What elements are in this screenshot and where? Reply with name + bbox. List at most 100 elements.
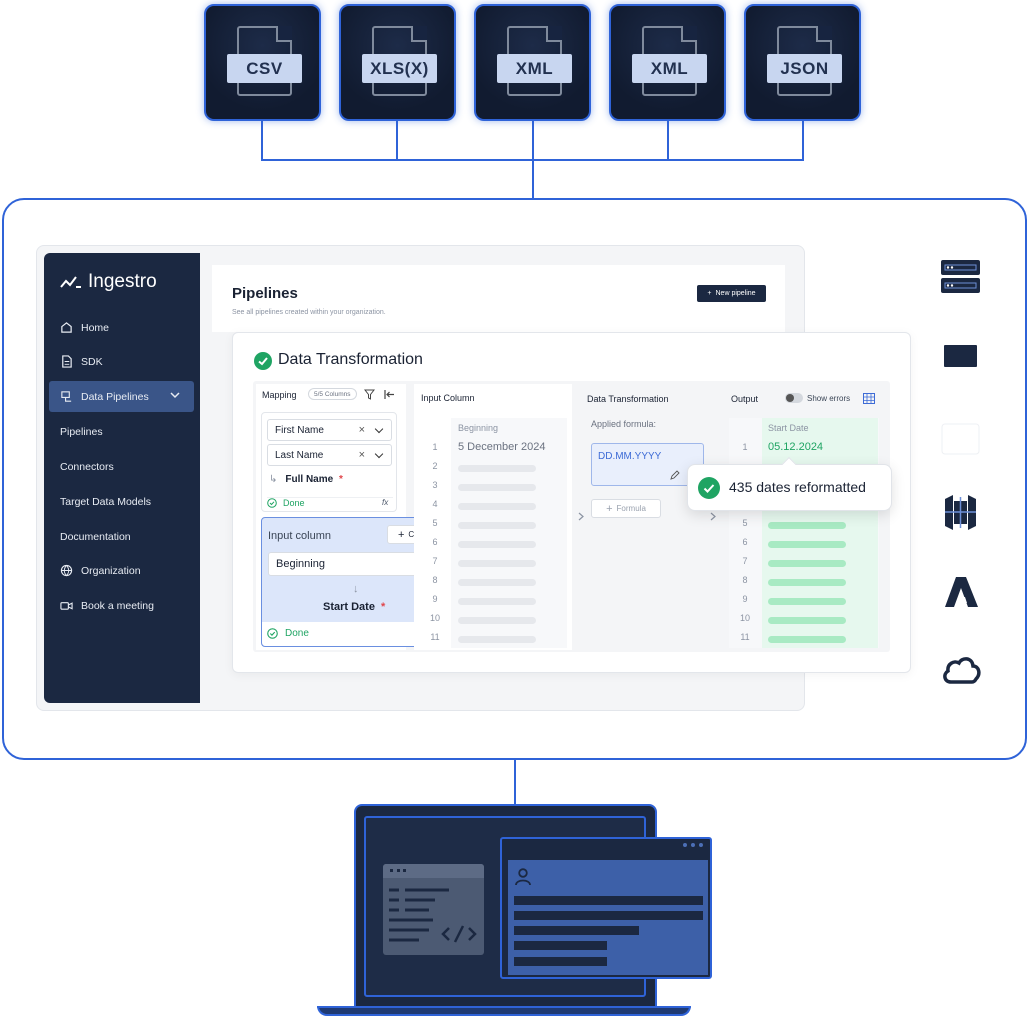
input-column-name: Beginning xyxy=(458,423,499,433)
sidebar-item-pipelines[interactable]: Pipelines xyxy=(49,416,194,447)
input-column-header: Input Column xyxy=(421,393,475,403)
target-field-label: Start Date xyxy=(323,601,375,613)
sidebar-item-target-data-models[interactable]: Target Data Models xyxy=(49,486,194,517)
show-errors-toggle[interactable] xyxy=(785,393,803,403)
sidebar-item-data-pipelines[interactable]: Data Pipelines xyxy=(49,381,194,412)
monitor-icon xyxy=(944,345,977,372)
chevron-down-icon[interactable] xyxy=(170,392,180,399)
formula-fx-icon[interactable]: fx xyxy=(382,498,389,507)
file-format-label: XML xyxy=(632,54,707,83)
add-formula-button[interactable]: +Formula xyxy=(591,499,661,518)
target-field-label: Full Name xyxy=(285,474,334,485)
code-window-titlebar xyxy=(383,864,484,878)
output-header: Output xyxy=(731,394,759,404)
placeholder-cell xyxy=(458,522,536,529)
sidebar-item-label: Pipelines xyxy=(60,425,103,438)
target-start-date: Start Date * xyxy=(323,601,385,613)
row-number: 2 xyxy=(432,461,438,471)
sidebar-item-label: SDK xyxy=(81,355,103,368)
row-number: 8 xyxy=(432,575,438,585)
sidebar-item-book-a-meeting[interactable]: Book a meeting xyxy=(49,590,194,621)
placeholder-cell xyxy=(458,560,536,567)
row-number: 11 xyxy=(430,632,440,642)
card-title: Data Transformation xyxy=(278,351,423,368)
arrow-down-icon: ↓ xyxy=(353,583,359,595)
status-label: Done xyxy=(283,498,305,508)
globe-icon xyxy=(60,564,73,577)
cloud-icon xyxy=(943,657,981,684)
chevron-down-icon[interactable] xyxy=(374,424,384,434)
filter-icon[interactable] xyxy=(364,389,375,400)
sidebar-item-label: Book a meeting xyxy=(81,599,154,612)
row-number: 5 xyxy=(432,518,438,528)
profile-form xyxy=(508,860,708,975)
edit-pencil-icon[interactable] xyxy=(670,470,680,480)
formula-value: DD.MM.YYYY xyxy=(598,451,662,462)
row-number: 4 xyxy=(432,499,438,509)
row-number: 9 xyxy=(742,594,748,604)
row-number: 1 xyxy=(742,442,748,452)
code-window xyxy=(383,864,484,955)
sidebar-item-label: Data Pipelines xyxy=(81,390,149,403)
chevron-down-icon[interactable] xyxy=(374,449,384,459)
row-number: 8 xyxy=(742,575,748,585)
field-value: Last Name xyxy=(275,449,324,461)
sidebar-item-label: Organization xyxy=(81,564,141,577)
status-done: Done xyxy=(267,498,305,508)
clear-icon[interactable]: × xyxy=(358,424,365,436)
tooltip-text: 435 dates reformatted xyxy=(729,479,866,495)
collapse-icon[interactable] xyxy=(384,389,395,400)
document-icon xyxy=(62,355,72,368)
plus-icon: + xyxy=(606,502,613,515)
clear-icon[interactable]: × xyxy=(358,449,365,461)
check-circle-icon xyxy=(267,498,277,508)
reformat-tooltip: 435 dates reformatted xyxy=(687,456,892,511)
chevron-right-icon xyxy=(710,512,716,521)
sidebar-item-organization[interactable]: Organization xyxy=(49,555,194,586)
code-lines xyxy=(389,888,477,943)
row-number: 5 xyxy=(742,518,748,528)
ingestro-logo-icon xyxy=(60,276,81,288)
formula-box[interactable]: DD.MM.YYYY xyxy=(591,443,704,486)
output-column-name: Start Date xyxy=(768,423,809,433)
page-title: Pipelines xyxy=(232,285,298,302)
home-icon xyxy=(61,322,72,333)
field-value: First Name xyxy=(275,424,324,436)
row-number: 3 xyxy=(432,480,438,490)
row-number: 9 xyxy=(432,594,438,604)
formatted-cell xyxy=(768,636,846,643)
table-view-icon[interactable] xyxy=(863,393,875,404)
page-header-area xyxy=(212,265,785,332)
sidebar-item-label: Connectors xyxy=(60,460,114,473)
source-field-last-name[interactable]: Last Name × xyxy=(267,444,392,466)
formula-button-label: Formula xyxy=(616,504,646,513)
row-number: 6 xyxy=(432,537,438,547)
brand-logo[interactable]: Ingestro xyxy=(60,271,157,293)
xlsx-file-tile: XLS(X) xyxy=(339,4,456,121)
plus-icon: + xyxy=(397,528,405,541)
json-file-tile: JSON xyxy=(744,4,861,121)
video-icon xyxy=(60,602,73,610)
target-full-name: ↳Full Name * xyxy=(269,474,343,485)
check-circle-icon xyxy=(254,352,272,370)
window-dots-icon xyxy=(683,843,703,847)
sidebar-item-label: Home xyxy=(81,321,110,334)
placeholder-cell xyxy=(458,579,536,586)
formatted-cell xyxy=(768,522,846,529)
input-column-label: Input column xyxy=(268,530,331,542)
show-errors-label: Show errors xyxy=(807,394,851,403)
sidebar-item-documentation[interactable]: Documentation xyxy=(49,521,194,552)
check-circle-icon xyxy=(698,477,720,499)
placeholder-cell xyxy=(458,636,536,643)
placeholder-cell xyxy=(458,503,536,510)
sidebar-item-connectors[interactable]: Connectors xyxy=(49,451,194,482)
sidebar-item-sdk[interactable]: SDK xyxy=(49,346,194,377)
placeholder-cell xyxy=(458,465,536,472)
sidebar-item-home[interactable]: Home xyxy=(49,312,194,343)
new-pipeline-button[interactable]: + New pipeline xyxy=(697,285,766,302)
required-mark: * xyxy=(338,474,343,485)
field-value: Beginning xyxy=(276,558,325,570)
formatted-cell xyxy=(768,579,846,586)
source-field-first-name[interactable]: First Name × xyxy=(267,419,392,441)
row-number: 10 xyxy=(429,613,440,623)
